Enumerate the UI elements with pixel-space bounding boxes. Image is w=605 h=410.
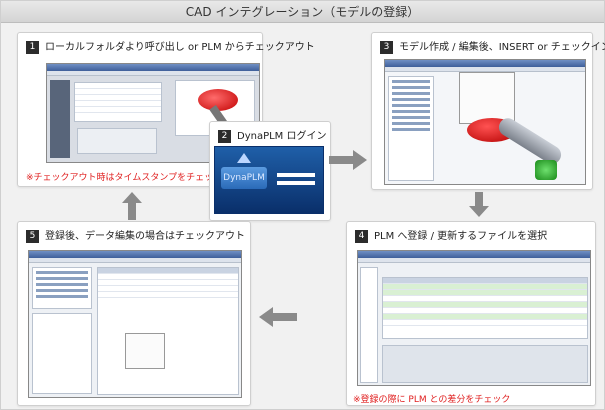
step-4-label: PLM へ登録 / 更新するファイルを選択 xyxy=(374,231,548,242)
login-user-field xyxy=(277,173,315,177)
window-titlebar xyxy=(385,60,585,67)
step-2-login-screenshot: DynaPLM xyxy=(214,146,324,214)
step-1-screenshot xyxy=(46,63,260,163)
step-2-header: 2 DynaPLM ログイン xyxy=(218,130,327,144)
step-4-screenshot xyxy=(357,250,591,386)
properties-form xyxy=(32,313,92,394)
step-3-screenshot xyxy=(384,59,586,185)
arrow-step3-to-step4 xyxy=(469,192,489,217)
step-3-number: 3 xyxy=(380,41,393,54)
dynaplm-logo: DynaPLM xyxy=(221,167,267,189)
diagram-title: CAD インテグレーション（モデルの登録） xyxy=(1,1,604,23)
window-menubar xyxy=(358,258,590,263)
step-5-label: 登録後、データ編集の場合はチェックアウト xyxy=(45,231,245,242)
dialog-buttons xyxy=(77,128,157,154)
context-menu xyxy=(459,72,515,124)
project-tree xyxy=(32,267,92,309)
step-3-header: 3 モデル作成 / 編集後、INSERT or チェックイン xyxy=(380,41,605,55)
file-list xyxy=(74,82,162,122)
step-4-number: 4 xyxy=(355,230,368,243)
step-4-card: 4 PLM へ登録 / 更新するファイルを選択 ※登録の際に PLM との差分をチ… xyxy=(346,221,596,406)
window-titlebar xyxy=(358,251,590,258)
left-tree xyxy=(360,267,378,383)
step-1-note: ※チェックアウト時はタイムスタンプをチェック xyxy=(26,173,223,183)
login-triangle-icon xyxy=(237,153,251,163)
window-titlebar xyxy=(29,251,241,258)
window-titlebar xyxy=(47,64,259,71)
arrow-step2-to-step3 xyxy=(329,150,367,170)
step-5-number: 5 xyxy=(26,230,39,243)
green-knob-model xyxy=(535,160,557,180)
document-list xyxy=(97,267,239,395)
step-3-card: 3 モデル作成 / 編集後、INSERT or チェックイン xyxy=(371,32,605,190)
file-select-table xyxy=(382,277,588,339)
step-5-card: 5 登録後、データ編集の場合はチェックアウト xyxy=(17,221,251,406)
step-1-label: ローカルフォルダより呼び出し or PLM からチェックアウト xyxy=(45,42,315,53)
window-menubar xyxy=(47,71,259,76)
window-menubar xyxy=(385,67,585,72)
step-1-card: 1 ローカルフォルダより呼び出し or PLM からチェックアウト ※チェックアウ… xyxy=(17,32,315,187)
feature-tree xyxy=(388,76,434,181)
step-2-number: 2 xyxy=(218,130,231,143)
step-5-screenshot xyxy=(28,250,242,398)
window-menubar xyxy=(29,258,241,263)
step-4-note: ※登録の際に PLM との差分をチェック xyxy=(353,395,511,405)
step-3-label: モデル作成 / 編集後、INSERT or チェックイン xyxy=(399,42,605,53)
context-popup xyxy=(125,333,165,369)
arrow-step5-to-step1 xyxy=(122,192,142,220)
step-1-number: 1 xyxy=(26,41,39,54)
arrow-step4-to-step5 xyxy=(259,307,297,327)
red-knob-model xyxy=(198,89,238,111)
sidebar-panel xyxy=(50,80,70,158)
step-5-header: 5 登録後、データ編集の場合はチェックアウト xyxy=(26,230,245,244)
login-password-field xyxy=(277,181,315,185)
step-1-header: 1 ローカルフォルダより呼び出し or PLM からチェックアウト xyxy=(26,41,315,55)
step-2-label: DynaPLM ログイン xyxy=(237,131,327,142)
step-4-header: 4 PLM へ登録 / 更新するファイルを選択 xyxy=(355,230,547,244)
model-preview xyxy=(382,345,588,383)
